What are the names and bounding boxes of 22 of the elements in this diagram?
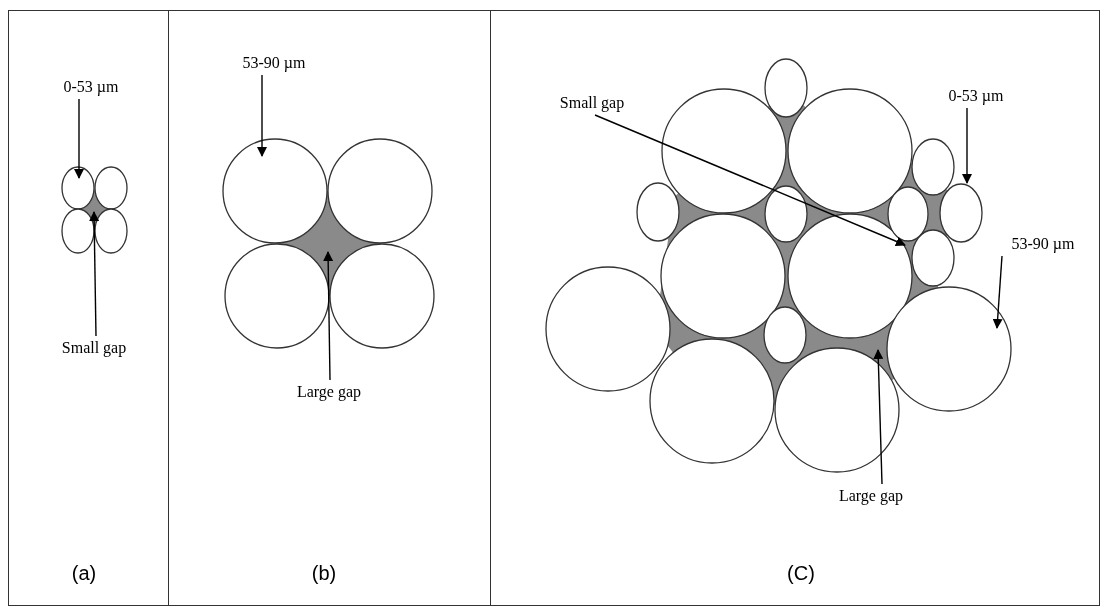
- leader-arrow: [992, 255, 1003, 329]
- callout-label: 53-90 µm: [998, 234, 1088, 254]
- leader-arrow: [962, 107, 972, 184]
- callout-label: Large gap: [826, 486, 916, 506]
- leader-arrow: [74, 98, 84, 179]
- leader-arrow: [323, 251, 334, 381]
- figure-panel: [8, 10, 169, 606]
- figure-panel: [490, 10, 1100, 606]
- leader-arrow: [594, 114, 906, 247]
- callout-label: Large gap: [284, 382, 374, 402]
- leader-arrow: [89, 211, 100, 337]
- panel-caption: (b): [310, 561, 338, 585]
- leader-arrow: [873, 349, 884, 485]
- panel-caption: (C): [786, 561, 816, 585]
- callout-label: Small gap: [49, 338, 139, 358]
- callout-label: 0-53 µm: [931, 86, 1021, 106]
- figure-panel: [168, 10, 491, 606]
- leader-arrow: [257, 74, 267, 157]
- callout-label: 0-53 µm: [46, 77, 136, 97]
- callout-label: 53-90 µm: [229, 53, 319, 73]
- panel-caption: (a): [70, 561, 98, 585]
- callout-label: Small gap: [547, 93, 637, 113]
